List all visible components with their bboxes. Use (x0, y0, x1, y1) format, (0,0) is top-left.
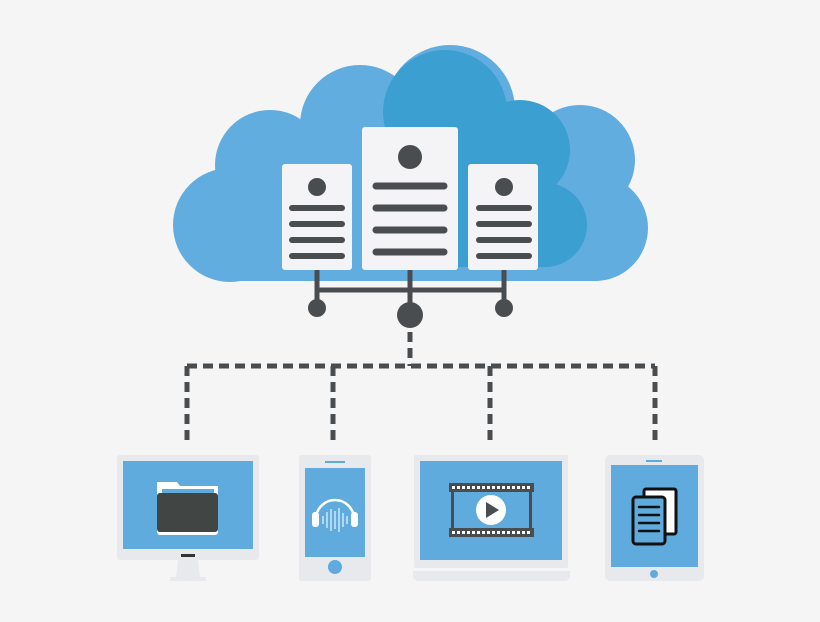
headphones-icon (312, 498, 358, 532)
documents-icon (631, 487, 678, 546)
folder-icon (157, 482, 218, 535)
server-card-center (362, 127, 458, 270)
server-card-left (282, 164, 352, 270)
server-card-right (468, 164, 538, 270)
laptop-icon (413, 455, 570, 581)
monitor-icon (117, 455, 259, 581)
dashed-network-lines (184, 332, 658, 442)
tablet-icon (605, 455, 704, 581)
phone-icon (299, 455, 371, 581)
server-connectors (308, 270, 513, 328)
film-play-icon (449, 483, 534, 537)
